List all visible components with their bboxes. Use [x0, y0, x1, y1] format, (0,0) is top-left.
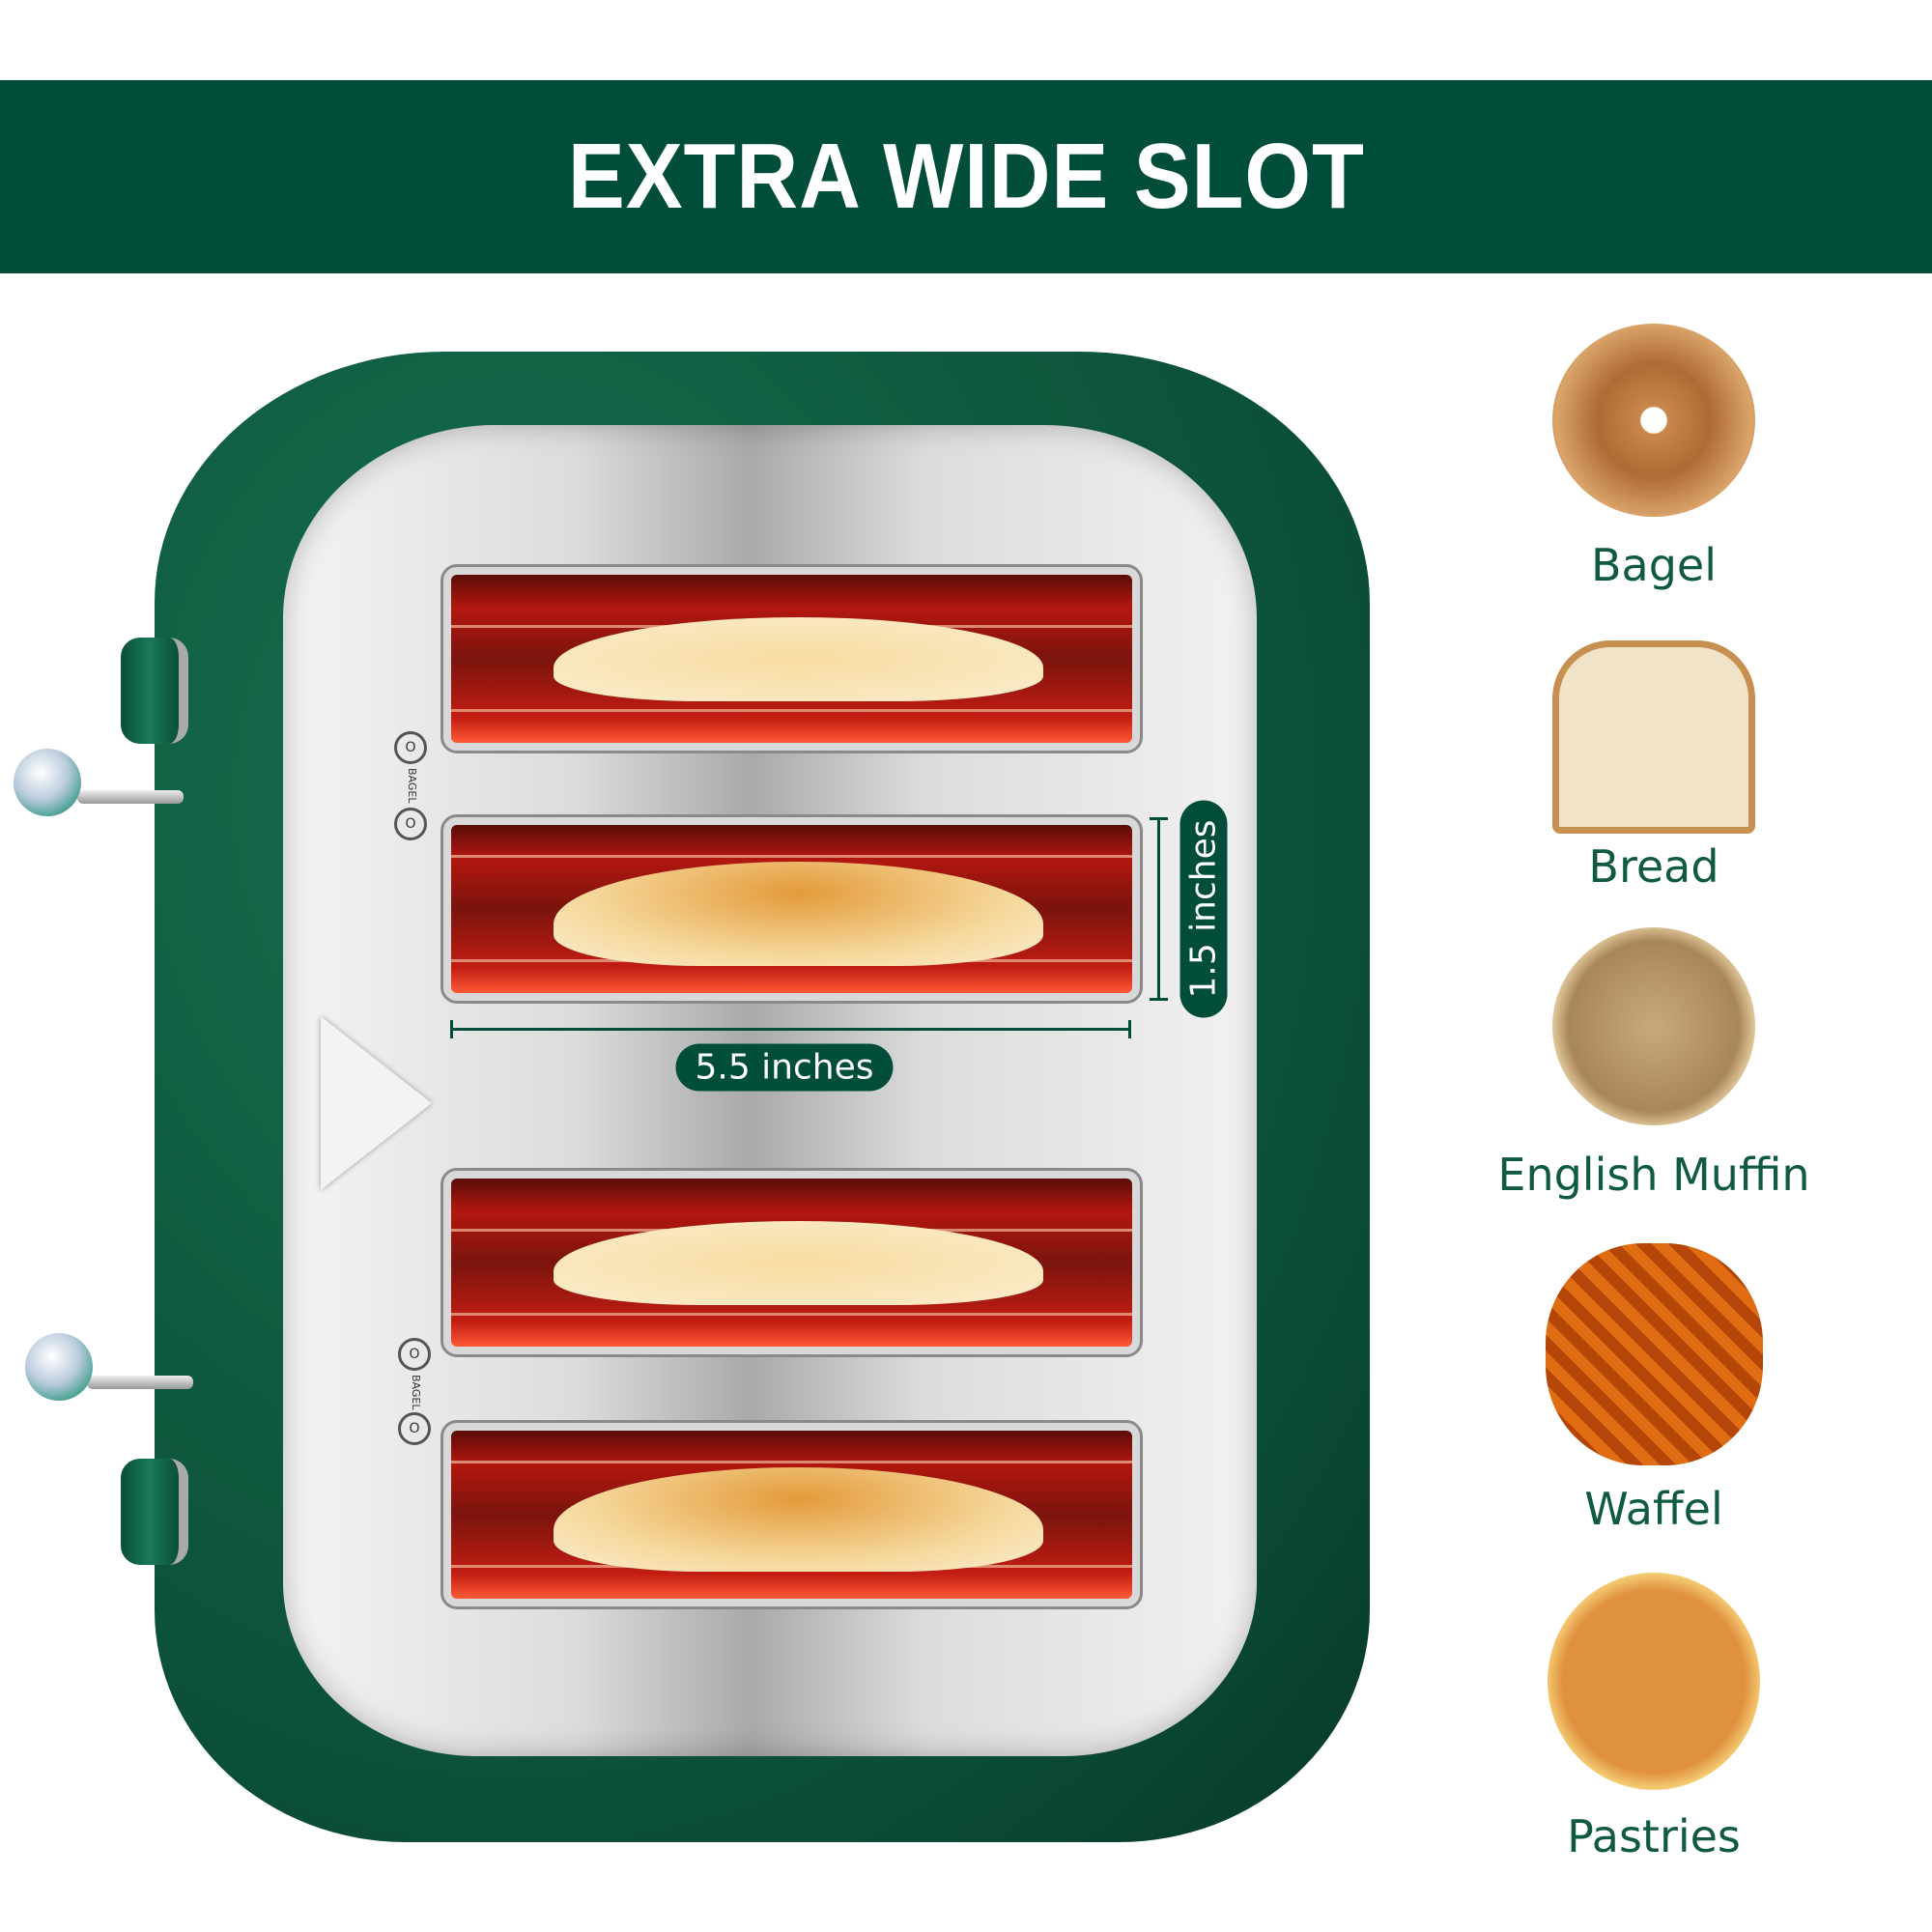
banner-title: EXTRA WIDE SLOT	[567, 125, 1365, 228]
food-label-bread: Bread	[1588, 840, 1719, 893]
food-label-bagel: Bagel	[1590, 539, 1718, 591]
height-label: 1.5 inches	[1179, 800, 1228, 1018]
width-tick-right	[1128, 1020, 1131, 1038]
slot-3	[440, 1168, 1143, 1357]
width-label: 5.5 inches	[675, 1043, 894, 1092]
browning-knob-top	[121, 638, 188, 744]
bagel-image	[1543, 324, 1765, 517]
width-tick-left	[450, 1020, 453, 1038]
lever-bar-top	[77, 790, 184, 804]
browning-knob-bottom	[121, 1459, 188, 1565]
bread-image	[1543, 640, 1765, 834]
pastries-image	[1543, 1573, 1765, 1790]
cancel-button-bottom-icon: O	[398, 1412, 431, 1445]
bagel-label-bottom: BAGEL	[410, 1375, 422, 1410]
bagel-label-top: BAGEL	[406, 768, 418, 804]
lever-bar-bottom	[87, 1376, 193, 1389]
slot-4	[440, 1420, 1143, 1609]
food-label-pastries: Pastries	[1567, 1810, 1741, 1862]
waffle-image	[1543, 1243, 1765, 1465]
title-banner: EXTRA WIDE SLOT	[0, 80, 1932, 273]
height-tick-bottom	[1150, 998, 1168, 1001]
cancel-button-top-icon: O	[394, 808, 427, 840]
bagel-button-bottom-icon: O	[398, 1338, 431, 1371]
heat-warning-icon	[321, 1016, 432, 1190]
height-dimension-line	[1157, 817, 1160, 1001]
slot-1	[440, 564, 1143, 753]
lever-bottom	[25, 1333, 93, 1401]
lever-top	[14, 749, 81, 816]
height-tick-top	[1150, 817, 1168, 820]
width-dimension-line	[450, 1028, 1131, 1031]
english-muffin-image	[1543, 927, 1765, 1125]
food-label-english-muffin: English Muffin	[1497, 1149, 1810, 1201]
slot-2	[440, 814, 1143, 1004]
food-label-waffel: Waffel	[1584, 1483, 1723, 1535]
bagel-button-top-icon: O	[394, 731, 427, 764]
